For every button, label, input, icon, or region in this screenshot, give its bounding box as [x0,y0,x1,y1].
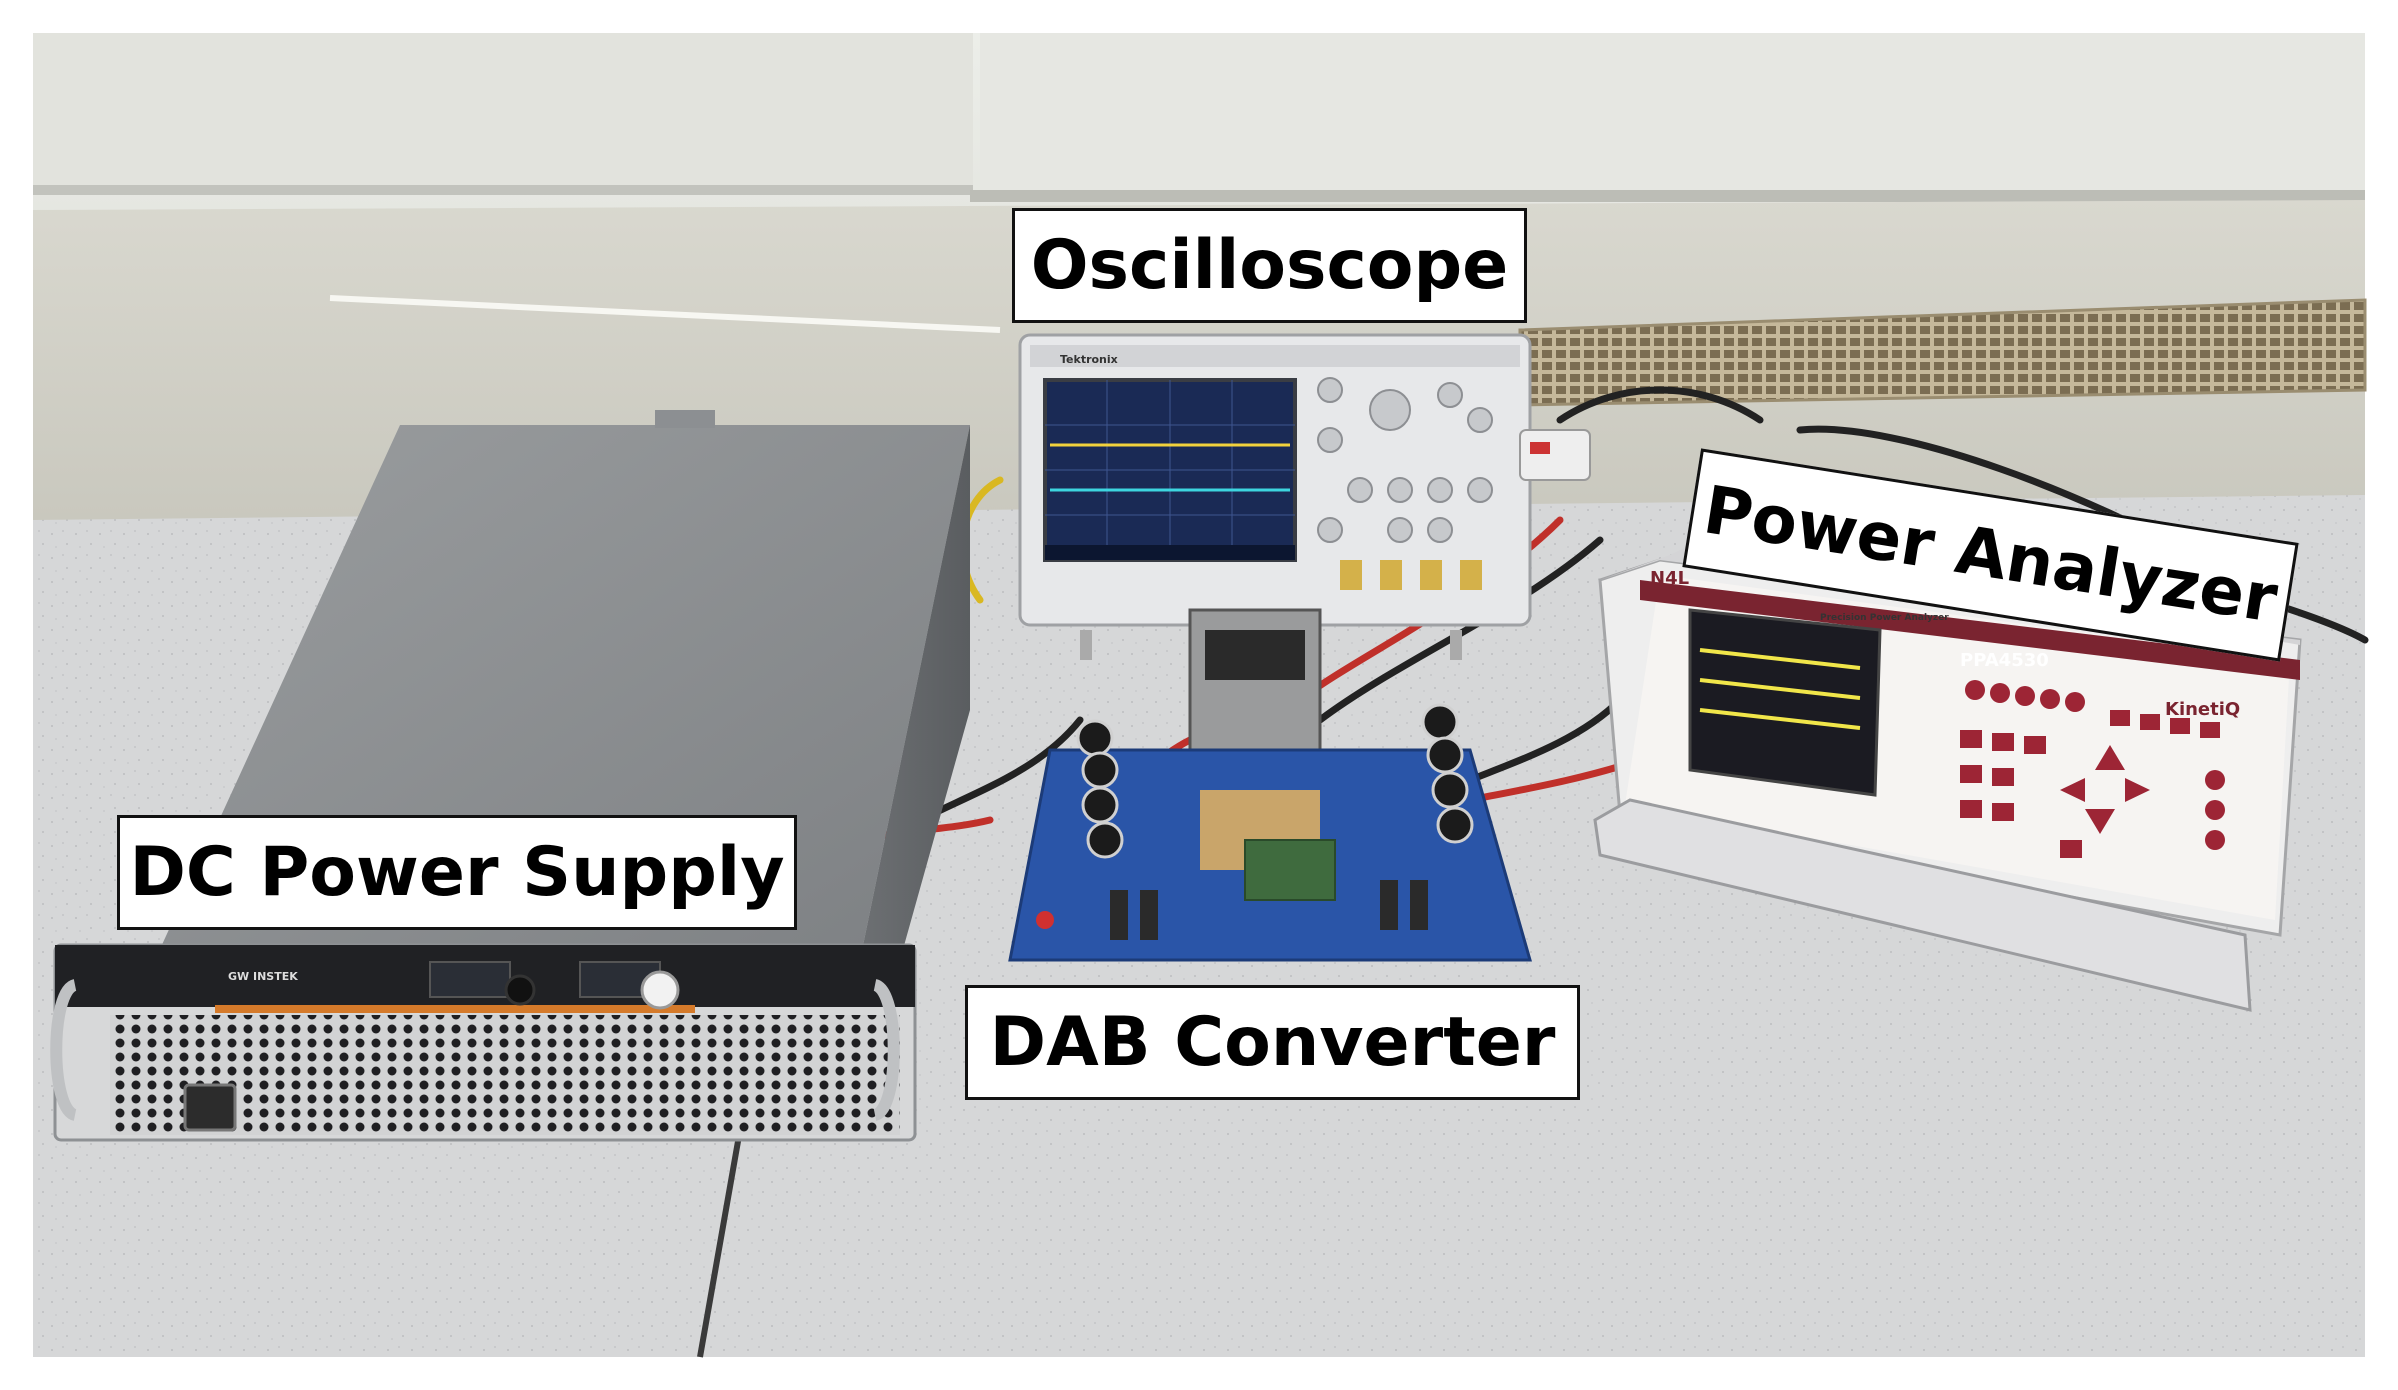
label-oscilloscope: Oscilloscope [1012,208,1527,323]
label-dab-converter: DAB Converter [965,985,1580,1100]
analyzer-name: KinetiQ [2165,699,2240,720]
label-dc-power-supply: DC Power Supply [117,815,797,930]
dc-power-supply-device: GW INSTEK [50,410,970,1142]
oscilloscope-device: Tektronix [1018,333,1532,660]
power-strip [1519,429,1591,481]
analyzer-subtitle: Precision Power Analyzer [1820,613,1949,623]
scope-brand: Tektronix [1060,353,1118,366]
analyzer-model: PPA4530 [1960,650,2049,671]
dab-converter-device [1008,608,1532,962]
analyzer-brand: N4L [1650,568,1689,589]
power-analyzer-device: N4L PPA4530 KinetiQ Precision Power Anal… [1593,540,2302,1012]
psu-brand: GW INSTEK [228,970,298,983]
